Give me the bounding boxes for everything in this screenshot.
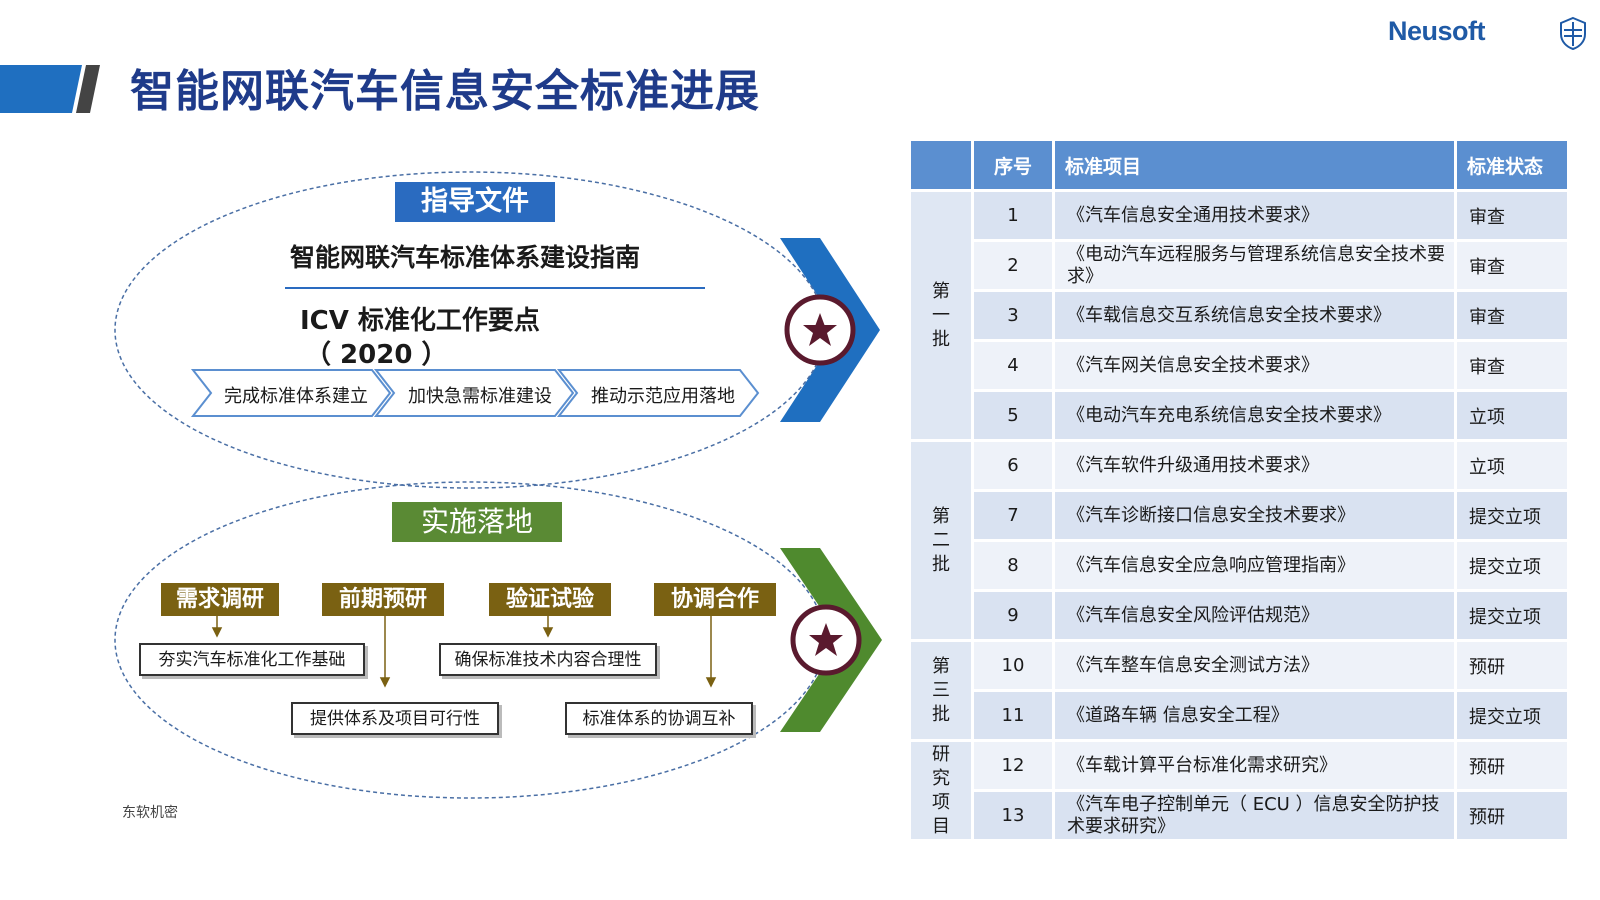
standard-name-cell: 《汽车信息安全应急响应管理指南》 xyxy=(1055,542,1454,589)
standard-name-cell: 《电动汽车充电系统信息安全技术要求》 xyxy=(1055,392,1454,439)
number-cell: 12 xyxy=(974,742,1052,789)
task-research: 需求调研 xyxy=(161,583,279,616)
status-cell: 提交立项 xyxy=(1457,592,1567,639)
outcome-feasibility: 提供体系及项目可行性 xyxy=(291,702,499,735)
standard-name-cell: 《汽车信息安全风险评估规范》 xyxy=(1055,592,1454,639)
table-row: 7《汽车诊断接口信息安全技术要求》提交立项 xyxy=(911,492,1567,539)
status-cell: 提交立项 xyxy=(1457,692,1567,739)
outcome-complementarity: 标准体系的协调互补 xyxy=(565,702,753,735)
divider-line xyxy=(285,287,705,289)
header-standard: 标准项目 xyxy=(1055,141,1454,189)
header-batch xyxy=(911,141,971,189)
batch-label: 第二批 xyxy=(932,505,950,575)
table-row: 第二批 6《汽车软件升级通用技术要求》立项 xyxy=(911,442,1567,639)
batch-label: 第三批 xyxy=(932,655,950,725)
status-cell: 审查 xyxy=(1457,242,1567,289)
status-cell: 预研 xyxy=(1457,792,1567,839)
step-chevrons xyxy=(190,369,760,417)
icv-year: （ 2020 ） xyxy=(305,340,448,370)
outcome-rationality: 确保标准技术内容合理性 xyxy=(439,643,657,676)
batch-label: 研究项目 xyxy=(932,743,950,837)
implementation-label: 实施落地 xyxy=(392,502,562,542)
number-cell: 13 xyxy=(974,792,1052,839)
title-accent-bar xyxy=(0,65,100,113)
number-cell: 4 xyxy=(974,342,1052,389)
task-verification: 验证试验 xyxy=(489,583,611,616)
table-row: 13《汽车电子控制单元（ ECU ）信息安全防护技 术要求研究》预研 xyxy=(911,792,1567,839)
status-cell: 审查 xyxy=(1457,192,1567,239)
confidential-label: 东软机密 xyxy=(122,805,178,821)
number-cell: 3 xyxy=(974,292,1052,339)
table-row: 9《汽车信息安全风险评估规范》提交立项 xyxy=(911,592,1567,639)
standard-name-cell: 《汽车信息安全通用技术要求》 xyxy=(1055,192,1454,239)
table-row: 8《汽车信息安全应急响应管理指南》提交立项 xyxy=(911,542,1567,589)
header-number: 序号 xyxy=(974,141,1052,189)
number-cell: 9 xyxy=(974,592,1052,639)
star-circle-icon-top xyxy=(784,294,856,366)
number-cell: 1 xyxy=(974,192,1052,239)
batch-cell: 第一批 xyxy=(911,192,971,439)
guidance-doc-title: 智能网联汽车标准体系建设指南 xyxy=(290,243,641,272)
table-row: 第三批 10《汽车整车信息安全测试方法》预研 xyxy=(911,642,1567,739)
page-title: 智能网联汽车信息安全标准进展 xyxy=(130,66,760,117)
status-cell: 提交立项 xyxy=(1457,542,1567,589)
standard-name-cell: 《汽车整车信息安全测试方法》 xyxy=(1055,642,1454,689)
table-row: 研究项目 12《车载计算平台标准化需求研究》预研 xyxy=(911,742,1567,839)
table-row: 5《电动汽车充电系统信息安全技术要求》立项 xyxy=(911,392,1567,439)
status-cell: 立项 xyxy=(1457,442,1567,489)
status-cell: 提交立项 xyxy=(1457,492,1567,539)
guidance-label: 指导文件 xyxy=(395,182,555,222)
table-row: 3《车载信息交互系统信息安全技术要求》审查 xyxy=(911,292,1567,339)
icv-title: ICV 标准化工作要点 xyxy=(300,306,540,336)
batch-cell: 研究项目 xyxy=(911,742,971,839)
status-cell: 立项 xyxy=(1457,392,1567,439)
status-cell: 审查 xyxy=(1457,342,1567,389)
number-cell: 7 xyxy=(974,492,1052,539)
task-coordination: 协调合作 xyxy=(654,583,776,616)
number-cell: 2 xyxy=(974,242,1052,289)
number-cell: 6 xyxy=(974,442,1052,489)
standard-name-cell: 《汽车软件升级通用技术要求》 xyxy=(1055,442,1454,489)
number-cell: 10 xyxy=(974,642,1052,689)
step-1: 完成标准体系建立 xyxy=(224,386,368,407)
green-chevron-arrow xyxy=(780,548,882,732)
batch-cell: 第三批 xyxy=(911,642,971,739)
star-circle-icon-bottom xyxy=(790,604,862,676)
table-row: 2《电动汽车远程服务与管理系统信息安全技术要求》审查 xyxy=(911,242,1567,289)
outcome-foundation: 夯实汽车标准化工作基础 xyxy=(139,643,365,676)
neusoft-logo: Neusoft xyxy=(1388,16,1486,46)
diagram-graphics xyxy=(114,171,882,799)
standard-name-cell: 《汽车网关信息安全技术要求》 xyxy=(1055,342,1454,389)
batch-label: 第一批 xyxy=(932,280,950,350)
standard-name-cell: 《道路车辆 信息安全工程》 xyxy=(1055,692,1454,739)
batch-cell: 第二批 xyxy=(911,442,971,639)
table-row: 11《道路车辆 信息安全工程》提交立项 xyxy=(911,692,1567,739)
number-cell: 11 xyxy=(974,692,1052,739)
standard-name-cell: 《车载计算平台标准化需求研究》 xyxy=(1055,742,1454,789)
header-status: 标准状态 xyxy=(1457,141,1567,189)
standard-name-cell: 《电动汽车远程服务与管理系统信息安全技术要求》 xyxy=(1055,242,1454,289)
step-2: 加快急需标准建设 xyxy=(408,386,552,407)
number-cell: 8 xyxy=(974,542,1052,589)
standard-name-cell: 《车载信息交互系统信息安全技术要求》 xyxy=(1055,292,1454,339)
table-row: 4《汽车网关信息安全技术要求》审查 xyxy=(911,342,1567,389)
status-cell: 审查 xyxy=(1457,292,1567,339)
table-header-row: 序号 标准项目 标准状态 xyxy=(911,141,1567,189)
standard-name-cell: 《汽车诊断接口信息安全技术要求》 xyxy=(1055,492,1454,539)
neusoft-emblem-icon xyxy=(1560,16,1586,50)
blue-chevron-arrow xyxy=(780,238,880,422)
step-3: 推动示范应用落地 xyxy=(591,386,735,407)
task-pre-study: 前期预研 xyxy=(322,583,444,616)
status-cell: 预研 xyxy=(1457,742,1567,789)
number-cell: 5 xyxy=(974,392,1052,439)
standard-name-cell: 《汽车电子控制单元（ ECU ）信息安全防护技 术要求研究》 xyxy=(1055,792,1454,839)
status-cell: 预研 xyxy=(1457,642,1567,689)
